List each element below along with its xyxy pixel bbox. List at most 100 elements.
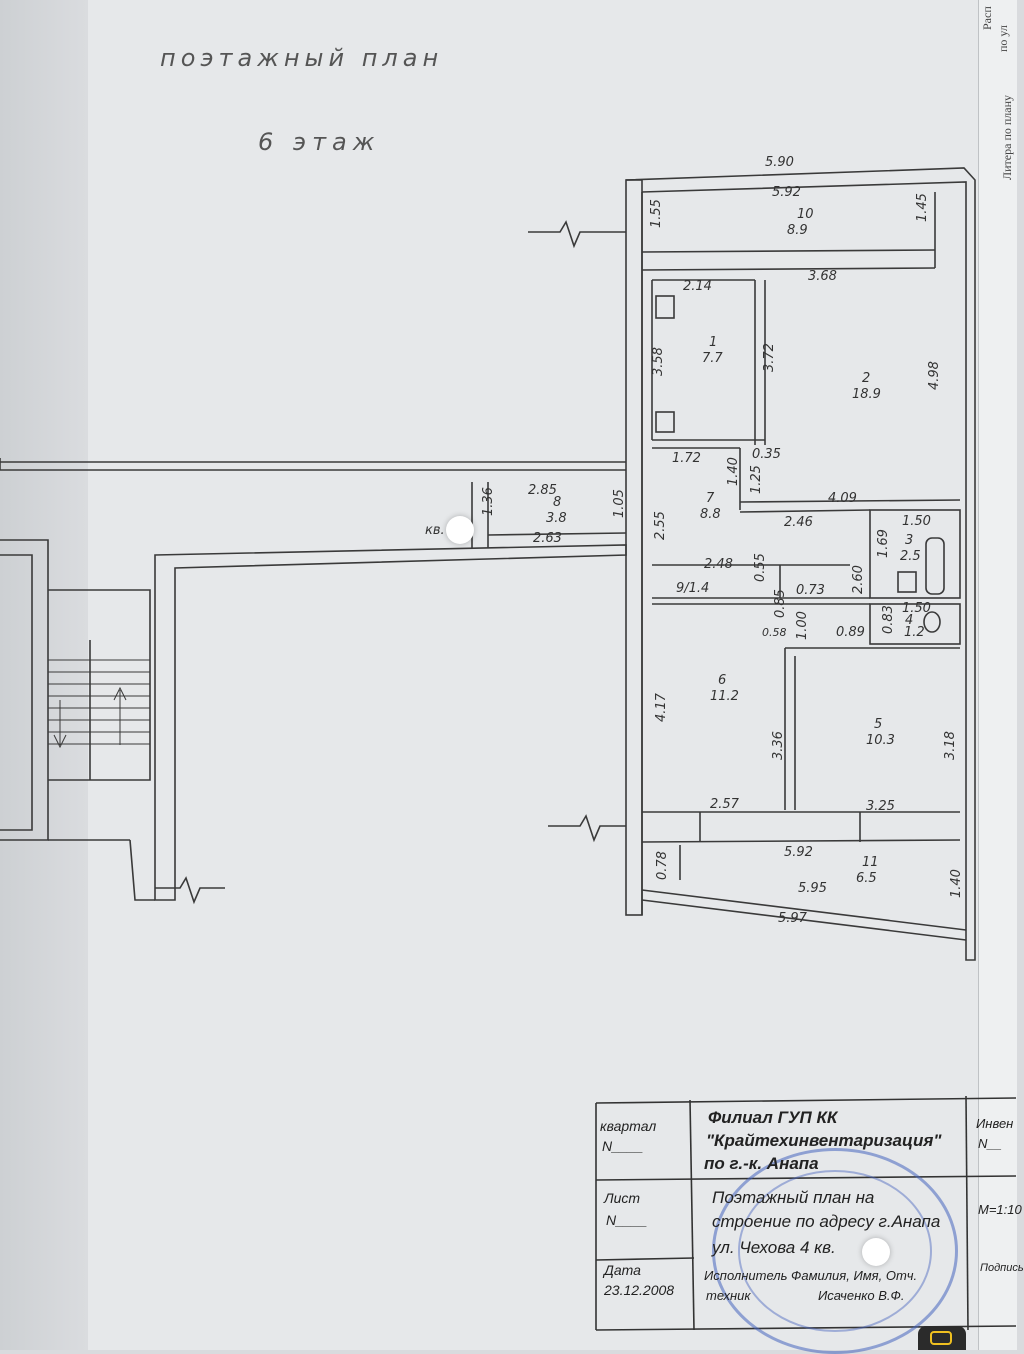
- dim: 2.85: [528, 483, 557, 498]
- room-1-area: 7.7: [702, 351, 723, 366]
- side-text-top1: Расп: [980, 6, 994, 30]
- room-9-label: 9/1.4: [676, 581, 709, 596]
- balcony-wall: [641, 249, 936, 253]
- dim: 1.50: [902, 601, 931, 616]
- west-wall: [625, 179, 643, 916]
- room-10-area: 8.9: [787, 223, 808, 238]
- dim: 4.17: [654, 692, 669, 722]
- org-line-3: по г.-к. Анапа: [704, 1154, 819, 1173]
- dim: 0.55: [753, 553, 768, 582]
- org-line-1: Филиал ГУП КК: [708, 1108, 838, 1127]
- dim: 3.36: [771, 731, 786, 760]
- executor-line: Исполнитель Фамилия, Имя, Отч.: [704, 1268, 918, 1283]
- room-11-num: 11: [862, 855, 879, 870]
- room-7-num: 7: [706, 491, 715, 506]
- dim: 1.05: [612, 489, 627, 518]
- room-3-area: 2.5: [900, 549, 921, 564]
- room-3-num: 3: [905, 533, 913, 548]
- dim: 3.72: [762, 343, 777, 372]
- dim: 3.68: [808, 269, 837, 284]
- document-sheet: [88, 0, 978, 1350]
- plan-line-2: строение по адресу г.Анапа: [712, 1212, 941, 1231]
- dim: 1.55: [649, 199, 664, 228]
- dim: 0.78: [655, 851, 670, 880]
- room-8-num: 8: [553, 495, 561, 510]
- apartment-number-marker: [862, 1238, 890, 1266]
- dim: 1.69: [876, 529, 891, 558]
- dim: 2.55: [653, 511, 668, 540]
- dim: 3.18: [943, 731, 958, 760]
- signature-label: Подпись: [980, 1262, 1024, 1274]
- scale-label: М=1:10: [978, 1202, 1022, 1217]
- room-5-area: 10.3: [866, 733, 895, 748]
- dim: 3.58: [651, 347, 666, 376]
- tech-label: техник: [706, 1288, 751, 1303]
- dim: 1.25: [749, 465, 764, 494]
- dim: 5.90: [765, 155, 794, 170]
- dim: 3.25: [866, 799, 895, 814]
- inv-number: N__: [978, 1136, 1002, 1151]
- dim: 2.57: [710, 797, 740, 812]
- dim: 2.63: [533, 531, 562, 546]
- inv-label: Инвен: [976, 1116, 1014, 1131]
- dim: 0.85: [773, 589, 788, 618]
- official-seal-inner: [738, 1170, 932, 1332]
- dim: 1.45: [915, 193, 930, 222]
- apartment-number-marker: [446, 516, 474, 544]
- dim: 1.72: [672, 451, 701, 466]
- dim: 2.60: [851, 565, 866, 594]
- dim: 0.35: [752, 447, 781, 462]
- room-7-area: 8.8: [700, 507, 721, 522]
- plan-line-1: Поэтажный план на: [712, 1188, 875, 1207]
- room-6-area: 11.2: [710, 689, 739, 704]
- dim: 5.97: [778, 911, 808, 926]
- kvartal-label: квартал: [600, 1118, 657, 1134]
- room-4-num: 4: [905, 613, 913, 628]
- room-2-num: 2: [862, 371, 870, 386]
- apartment-label: кв.: [425, 523, 445, 538]
- room-1-num: 1: [709, 335, 717, 350]
- dim: 1.40: [949, 869, 964, 898]
- org-line-2: "Крайтехинвентаризация": [706, 1131, 942, 1150]
- room-8-area: 3.8: [546, 511, 567, 526]
- official-seal: [712, 1148, 958, 1354]
- room-5-num: 5: [874, 717, 882, 732]
- dim: 2.48: [704, 557, 733, 572]
- dim: 1.40: [726, 457, 741, 486]
- dim: 5.92: [784, 845, 813, 860]
- outer-wall: [625, 167, 976, 961]
- dim: 0.73: [796, 583, 825, 598]
- room-10-num: 10: [797, 207, 814, 222]
- plan-line-3: ул. Чехова 4 кв.: [712, 1238, 836, 1257]
- dim: 2.14: [683, 279, 712, 294]
- dim: 1.50: [902, 514, 931, 529]
- floor-label: 6 этаж: [258, 128, 381, 156]
- dim: 4.98: [927, 361, 942, 390]
- plan-title: поэтажный план: [160, 44, 444, 72]
- room-2-area: 18.9: [852, 387, 881, 402]
- dim: 0.89: [836, 625, 865, 640]
- dim: 1.00: [795, 611, 810, 640]
- dim: 5.92: [772, 185, 801, 200]
- tech-name: Исаченко В.Ф.: [818, 1288, 905, 1303]
- page-shadow-left: [0, 0, 88, 1350]
- side-text-litera: Литера по плану: [1000, 94, 1014, 180]
- side-text-top2: по ул: [996, 25, 1010, 52]
- date-label: Дата: [604, 1262, 641, 1278]
- dim: 4.09: [828, 491, 857, 506]
- dim: 0.83: [881, 605, 896, 634]
- screenshot-icon[interactable]: [918, 1326, 966, 1350]
- dim: 2.46: [784, 515, 813, 530]
- dim: 0.58: [762, 626, 787, 639]
- dim: 5.95: [798, 881, 827, 896]
- dim: 1.36: [481, 487, 496, 516]
- next-page-edge: [978, 0, 1017, 1350]
- list-number: N____: [606, 1212, 648, 1228]
- room-6-num: 6: [718, 673, 726, 688]
- list-label: Лист: [604, 1190, 641, 1206]
- room-11-area: 6.5: [856, 871, 877, 886]
- kvartal-number: N____: [602, 1138, 644, 1154]
- date-value: 23.12.2008: [604, 1282, 675, 1298]
- room-4-area: 1.2: [904, 625, 925, 640]
